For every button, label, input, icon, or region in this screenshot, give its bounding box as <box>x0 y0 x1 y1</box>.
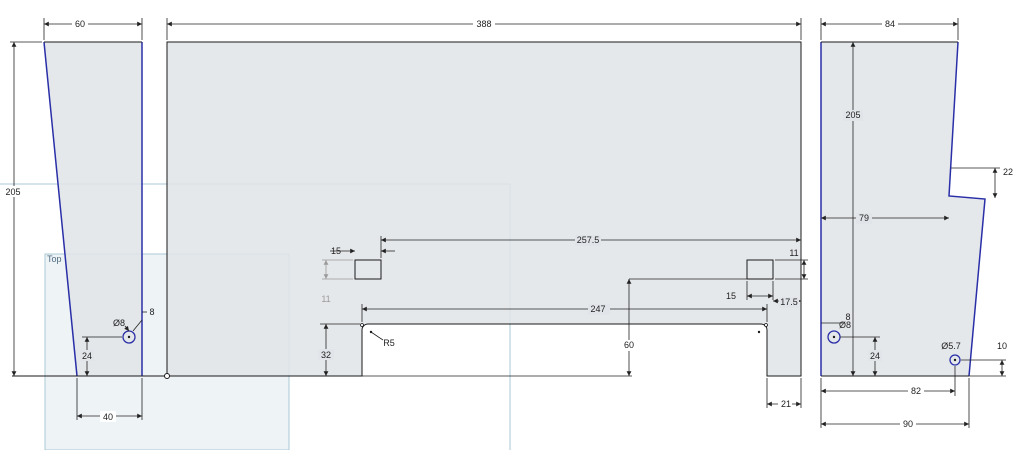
dim-slot1-width[interactable]: 15 <box>331 246 341 256</box>
dim-label-bg <box>100 411 116 422</box>
dim-right-hole-dia[interactable]: Ø8 <box>839 320 851 330</box>
dim-cutout-height[interactable]: 32 <box>321 350 331 360</box>
fillet-right-point <box>764 323 768 327</box>
dim-right-notch[interactable]: 22 <box>1003 167 1013 177</box>
dim-label-bg <box>908 386 924 397</box>
right-slanted-edges[interactable] <box>948 41 986 377</box>
dim-right-small-hole-dia[interactable]: Ø5.7 <box>941 341 961 351</box>
dim-cutout-right-margin[interactable]: 21 <box>781 399 791 409</box>
right-small-hole-circle[interactable] <box>949 354 961 366</box>
dim-label-bg <box>80 350 94 361</box>
plane-label: Top <box>47 254 62 264</box>
left-face[interactable] <box>44 42 142 376</box>
dims-center-grey <box>322 259 353 280</box>
dim-label-bg <box>72 18 88 29</box>
dim-right-height[interactable]: 205 <box>845 110 860 120</box>
right-face[interactable] <box>821 42 985 376</box>
origin-point[interactable] <box>164 373 170 379</box>
dim-label-bg <box>3 186 23 197</box>
right-hole-center <box>832 335 836 339</box>
dim-label-bg <box>779 297 799 308</box>
dim-right-hole-offset[interactable]: 8 <box>845 312 850 322</box>
dim-label-bg <box>621 340 637 351</box>
center-profile[interactable] <box>164 41 802 379</box>
dim-cutout-ref-height[interactable]: 60 <box>624 340 634 350</box>
dim-right-small-hole-height[interactable]: 10 <box>997 341 1007 351</box>
dim-slot-spacing[interactable]: 257.5 <box>577 235 600 245</box>
dims-right-text: 84 205 22 79 8 Ø8 24 Ø5.7 10 82 90 <box>839 18 1013 430</box>
dim-label-bg <box>588 304 610 315</box>
fillet-right-center <box>757 330 761 334</box>
fillet-left-point <box>360 323 364 327</box>
dim-right-notch-pos[interactable]: 79 <box>859 213 869 223</box>
dim-label-bg <box>882 18 898 29</box>
slot-right[interactable] <box>746 259 774 280</box>
dim-right-bottom-width[interactable]: 90 <box>903 419 913 429</box>
dim-label-bg <box>473 18 495 29</box>
dim-slot2-height[interactable]: 11 <box>789 248 798 258</box>
center-face[interactable] <box>166 41 802 377</box>
dim-label-bg <box>318 349 334 360</box>
dim-label-bg <box>856 213 872 224</box>
dim-left-hole-height[interactable]: 24 <box>82 351 92 361</box>
right-small-hole-center <box>953 358 957 362</box>
dim-left-top-width[interactable]: 60 <box>75 19 85 29</box>
dims-center-text: 388 15 11 257.5 11 15 17.5 247 R5 32 60 … <box>318 18 799 410</box>
dim-label-bg <box>900 419 916 430</box>
right-profile[interactable] <box>820 41 986 377</box>
dims-right <box>820 18 1006 428</box>
dim-label-bg <box>778 399 792 410</box>
dim-leader <box>132 319 143 332</box>
dim-leader <box>124 325 130 332</box>
dim-label-bg <box>868 350 882 361</box>
dim-cutout-radius[interactable]: R5 <box>383 338 395 348</box>
dim-slot2-offset[interactable]: 17.5 <box>780 297 798 307</box>
dim-right-small-hole-pos[interactable]: 82 <box>911 386 921 396</box>
dim-slot1-height[interactable]: 11 <box>321 294 330 304</box>
left-slanted-edge[interactable] <box>43 41 78 377</box>
slot-left[interactable] <box>354 259 382 280</box>
dim-leader <box>370 331 384 341</box>
dim-right-hole-height[interactable]: 24 <box>870 351 880 361</box>
dim-right-top-width[interactable]: 84 <box>885 19 895 29</box>
dim-left-hole-dia[interactable]: Ø8 <box>113 318 125 328</box>
dim-cutout-width[interactable]: 247 <box>590 304 605 314</box>
dim-center-width[interactable]: 388 <box>476 19 491 29</box>
dim-label-bg <box>575 235 601 246</box>
dim-left-hole-offset[interactable]: 8 <box>149 307 154 317</box>
dims-left <box>10 18 147 420</box>
dim-slot2-width[interactable]: 15 <box>726 291 736 301</box>
left-hole-center <box>127 335 131 339</box>
dims-left-text: 60 205 40 Ø8 8 24 <box>3 18 155 422</box>
dim-left-bottom-width[interactable]: 40 <box>103 412 113 422</box>
dim-label-bg <box>843 110 863 121</box>
dim-left-height[interactable]: 205 <box>5 187 20 197</box>
